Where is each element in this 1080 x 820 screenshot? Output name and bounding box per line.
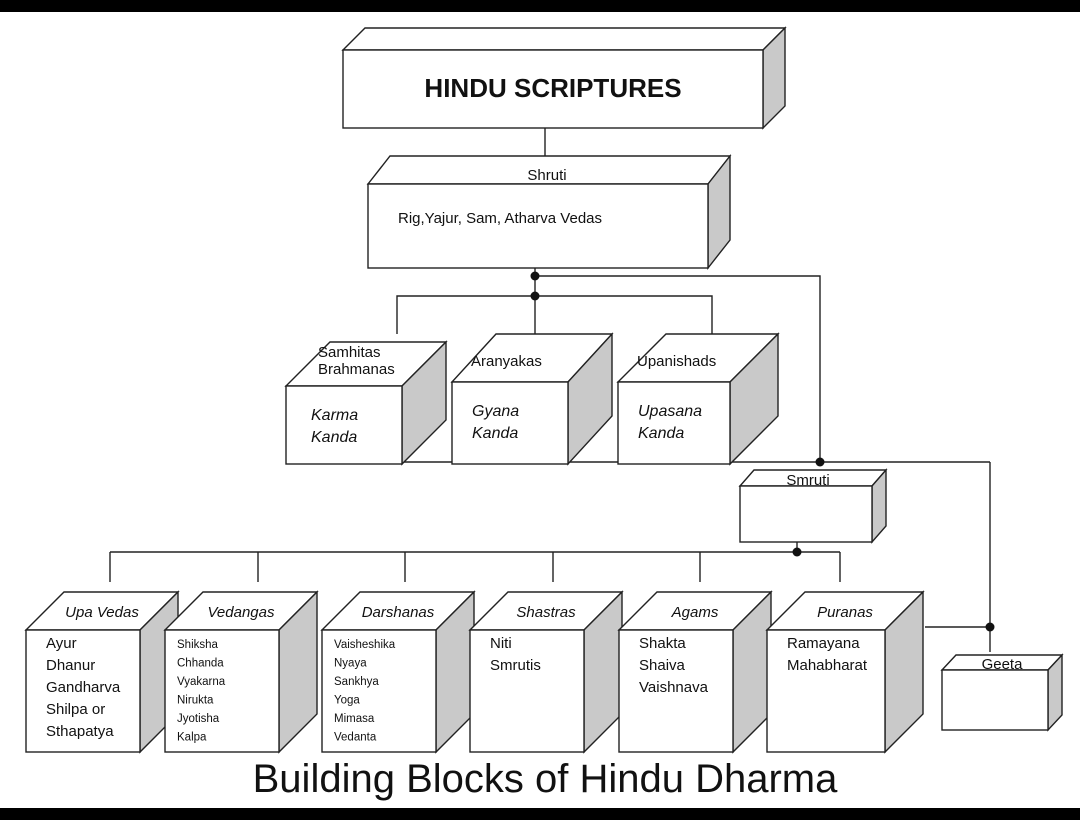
- smruti-part-label: Agams: [671, 604, 719, 621]
- smruti-part-item: Shiksha: [177, 639, 219, 651]
- smruti-part-item: Chhanda: [177, 658, 224, 670]
- junction-dot: [815, 457, 825, 467]
- smruti-part-item: Vaisheshika: [334, 639, 396, 651]
- geeta-box: Geeta: [940, 653, 1064, 732]
- connector-shruti-parts: [396, 295, 713, 334]
- footer-title: Building Blocks of Hindu Dharma: [253, 757, 838, 801]
- shruti-part-label: Samhitas: [318, 344, 381, 361]
- smruti-part-item: Nirukta: [177, 695, 214, 707]
- smruti-part-item: Smrutis: [490, 657, 541, 674]
- shruti-part-kanda: Kanda: [311, 429, 357, 446]
- smruti-part-label: Vedangas: [207, 604, 275, 621]
- smruti-part-item: Gandharva: [46, 679, 121, 696]
- smruti-part-item: Yoga: [334, 695, 360, 707]
- smruti-part-item: Vyakarna: [177, 676, 226, 688]
- smruti-part-item: Nyaya: [334, 658, 367, 670]
- smruti-part-item: Vedanta: [334, 732, 377, 744]
- smruti-part-item: Shaiva: [639, 657, 686, 674]
- shruti-part-kanda: Karma: [311, 407, 358, 424]
- shruti-parts: SamhitasBrahmanasKarmaKandaAranyakasGyan…: [284, 332, 780, 466]
- geeta-title: Geeta: [982, 656, 1024, 673]
- shruti-box: Shruti Rig,Yajur, Sam, Atharva Vedas: [366, 153, 732, 271]
- smruti-part-label: Shastras: [516, 604, 576, 621]
- connector-shruti-smruti: [535, 275, 821, 462]
- smruti-part-item: Ayur: [46, 635, 77, 652]
- shruti-part-label: Brahmanas: [318, 361, 395, 378]
- smruti-part-item: Mimasa: [334, 713, 375, 725]
- smruti-part-item: Shakta: [639, 635, 686, 652]
- smruti-part-item: Dhanur: [46, 657, 95, 674]
- smruti-part-label: Puranas: [817, 604, 873, 621]
- smruti-part-item: Mahabharat: [787, 657, 868, 674]
- junction-dot: [530, 271, 540, 281]
- smruti-part-box: VedangasShikshaChhandaVyakarnaNiruktaJyo…: [163, 590, 319, 754]
- junction-dot: [530, 291, 540, 301]
- smruti-part-item: Kalpa: [177, 732, 207, 744]
- shruti-part-label: Upanishads: [637, 353, 716, 370]
- smruti-title: Smruti: [786, 472, 829, 489]
- smruti-part-item: Niti: [490, 635, 512, 652]
- smruti-part-box: DarshanasVaisheshikaNyayaSankhyaYogaMima…: [320, 590, 476, 754]
- shruti-part-label: Aranyakas: [471, 353, 542, 370]
- smruti-box: Smruti: [738, 468, 888, 544]
- shruti-part-kanda: Kanda: [638, 425, 684, 442]
- diagram-canvas: HINDU SCRIPTURES Shruti Rig,Yajur, Sam, …: [0, 12, 1080, 808]
- root-box: HINDU SCRIPTURES: [341, 26, 787, 130]
- hierarchy-diagram: HINDU SCRIPTURES Shruti Rig,Yajur, Sam, …: [24, 26, 1064, 801]
- junction-dot: [792, 547, 802, 557]
- smruti-part-item: Sthapatya: [46, 723, 114, 740]
- junction-dot: [985, 622, 995, 632]
- shruti-part-kanda: Gyana: [472, 403, 519, 420]
- smruti-part-item: Sankhya: [334, 676, 379, 688]
- root-title: HINDU SCRIPTURES: [424, 73, 681, 103]
- smruti-part-item: Ramayana: [787, 635, 860, 652]
- smruti-part-item: Shilpa or: [46, 701, 105, 718]
- smruti-part-label: Darshanas: [362, 604, 435, 621]
- shruti-content: Rig,Yajur, Sam, Atharva Vedas: [398, 210, 602, 227]
- smruti-part-item: Vaishnava: [639, 679, 709, 696]
- shruti-part-kanda: Kanda: [472, 425, 518, 442]
- smruti-part-item: Jyotisha: [177, 713, 220, 725]
- smruti-part-label: Upa Vedas: [65, 604, 139, 621]
- shruti-part-kanda: Upasana: [638, 403, 702, 420]
- shruti-title: Shruti: [527, 167, 566, 184]
